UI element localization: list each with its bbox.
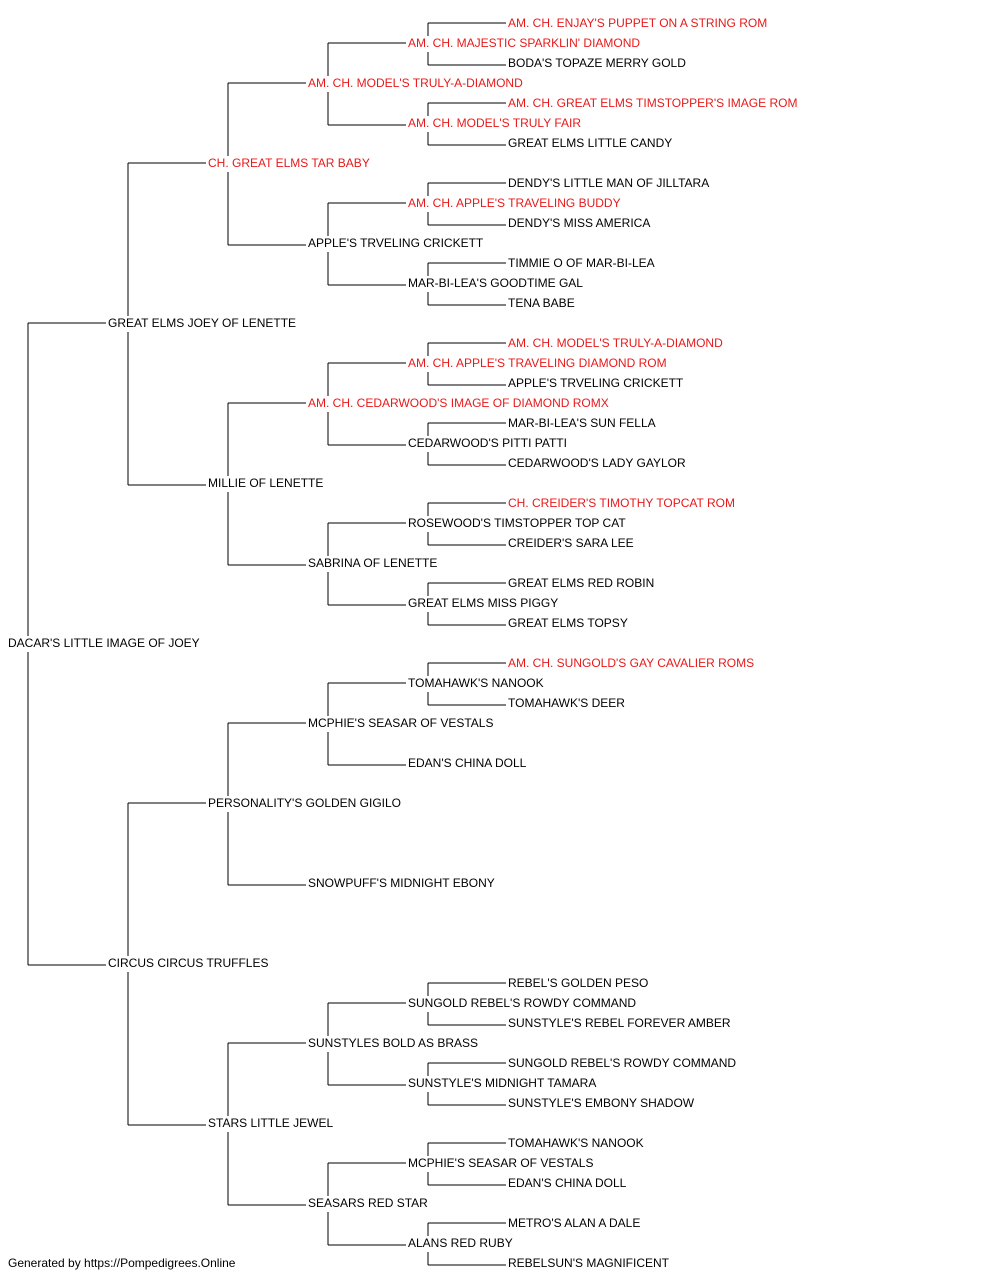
ancestor-gen5-12: CH. CREIDER'S TIMOTHY TOPCAT ROM bbox=[508, 496, 735, 510]
ancestor-gen5-1: BODA'S TOPAZE MERRY GOLD bbox=[508, 56, 686, 70]
ancestor-gen5-31: REBELSUN'S MAGNIFICENT bbox=[508, 1256, 670, 1270]
ancestor-gen2-2: PERSONALITY'S GOLDEN GIGILO bbox=[208, 796, 401, 810]
ancestor-gen3-2: AM. CH. CEDARWOOD'S IMAGE OF DIAMOND ROM… bbox=[308, 396, 609, 410]
ancestor-gen5-3: GREAT ELMS LITTLE CANDY bbox=[508, 136, 672, 150]
ancestor-gen4-14: MCPHIE'S SEASAR OF VESTALS bbox=[408, 1156, 593, 1170]
ancestor-gen5-13: CREIDER'S SARA LEE bbox=[508, 536, 634, 550]
subject-dog-name: DACAR'S LITTLE IMAGE OF JOEY bbox=[8, 636, 200, 650]
ancestor-gen4-12: SUNGOLD REBEL'S ROWDY COMMAND bbox=[408, 996, 636, 1010]
ancestor-gen3-1: APPLE'S TRVELING CRICKETT bbox=[308, 236, 484, 250]
footer-credit: Generated by https://Pompedigrees.Online bbox=[8, 1256, 236, 1270]
ancestor-gen5-29: EDAN'S CHINA DOLL bbox=[508, 1176, 627, 1190]
ancestor-gen5-7: TENA BABE bbox=[508, 296, 575, 310]
ancestor-gen5-27: SUNSTYLE'S EMBONY SHADOW bbox=[508, 1096, 695, 1110]
ancestor-gen4-13: SUNSTYLE'S MIDNIGHT TAMARA bbox=[408, 1076, 596, 1090]
ancestor-gen4-0: AM. CH. MAJESTIC SPARKLIN' DIAMOND bbox=[408, 36, 640, 50]
ancestor-gen5-17: TOMAHAWK'S DEER bbox=[508, 696, 625, 710]
ancestor-gen3-3: SABRINA OF LENETTE bbox=[308, 556, 437, 570]
ancestor-gen5-28: TOMAHAWK'S NANOOK bbox=[508, 1136, 644, 1150]
ancestor-gen5-0: AM. CH. ENJAY'S PUPPET ON A STRING ROM bbox=[508, 16, 767, 30]
ancestor-gen5-30: METRO'S ALAN A DALE bbox=[508, 1216, 640, 1230]
ancestor-gen4-6: ROSEWOOD'S TIMSTOPPER TOP CAT bbox=[408, 516, 626, 530]
ancestor-gen5-11: CEDARWOOD'S LADY GAYLOR bbox=[508, 456, 686, 470]
ancestor-gen5-16: AM. CH. SUNGOLD'S GAY CAVALIER ROMS bbox=[508, 656, 754, 670]
ancestor-gen5-2: AM. CH. GREAT ELMS TIMSTOPPER'S IMAGE RO… bbox=[508, 96, 797, 110]
ancestor-gen4-15: ALANS RED RUBY bbox=[408, 1236, 513, 1250]
ancestor-gen4-4: AM. CH. APPLE'S TRAVELING DIAMOND ROM bbox=[408, 356, 667, 370]
ancestor-gen1-0: GREAT ELMS JOEY OF LENETTE bbox=[108, 316, 296, 330]
ancestor-gen3-0: AM. CH. MODEL'S TRULY-A-DIAMOND bbox=[308, 76, 523, 90]
ancestor-gen3-4: MCPHIE'S SEASAR OF VESTALS bbox=[308, 716, 493, 730]
ancestor-gen4-1: AM. CH. MODEL'S TRULY FAIR bbox=[408, 116, 581, 130]
ancestor-gen2-1: MILLIE OF LENETTE bbox=[208, 476, 323, 490]
ancestor-gen1-1: CIRCUS CIRCUS TRUFFLES bbox=[108, 956, 268, 970]
ancestor-gen4-2: AM. CH. APPLE'S TRAVELING BUDDY bbox=[408, 196, 621, 210]
ancestor-gen5-5: DENDY'S MISS AMERICA bbox=[508, 216, 650, 230]
ancestor-gen3-6: SUNSTYLES BOLD AS BRASS bbox=[308, 1036, 478, 1050]
ancestor-gen2-0: CH. GREAT ELMS TAR BABY bbox=[208, 156, 370, 170]
ancestor-gen5-15: GREAT ELMS TOPSY bbox=[508, 616, 628, 630]
ancestor-gen4-7: GREAT ELMS MISS PIGGY bbox=[408, 596, 558, 610]
ancestor-gen3-5: SNOWPUFF'S MIDNIGHT EBONY bbox=[308, 876, 495, 890]
ancestor-gen5-8: AM. CH. MODEL'S TRULY-A-DIAMOND bbox=[508, 336, 723, 350]
ancestor-gen5-4: DENDY'S LITTLE MAN OF JILLTARA bbox=[508, 176, 709, 190]
ancestor-gen5-26: SUNGOLD REBEL'S ROWDY COMMAND bbox=[508, 1056, 736, 1070]
ancestor-gen5-25: SUNSTYLE'S REBEL FOREVER AMBER bbox=[508, 1016, 731, 1030]
ancestor-gen5-10: MAR-BI-LEA'S SUN FELLA bbox=[508, 416, 656, 430]
ancestor-gen4-9: EDAN'S CHINA DOLL bbox=[408, 756, 527, 770]
ancestor-gen5-6: TIMMIE O OF MAR-BI-LEA bbox=[508, 256, 655, 270]
ancestor-gen5-14: GREAT ELMS RED ROBIN bbox=[508, 576, 654, 590]
ancestor-gen3-7: SEASARS RED STAR bbox=[308, 1196, 428, 1210]
ancestor-gen5-9: APPLE'S TRVELING CRICKETT bbox=[508, 376, 684, 390]
ancestor-gen4-3: MAR-BI-LEA'S GOODTIME GAL bbox=[408, 276, 583, 290]
ancestor-gen4-8: TOMAHAWK'S NANOOK bbox=[408, 676, 544, 690]
ancestor-gen2-3: STARS LITTLE JEWEL bbox=[208, 1116, 333, 1130]
ancestor-gen5-24: REBEL'S GOLDEN PESO bbox=[508, 976, 648, 990]
ancestor-gen4-5: CEDARWOOD'S PITTI PATTI bbox=[408, 436, 567, 450]
